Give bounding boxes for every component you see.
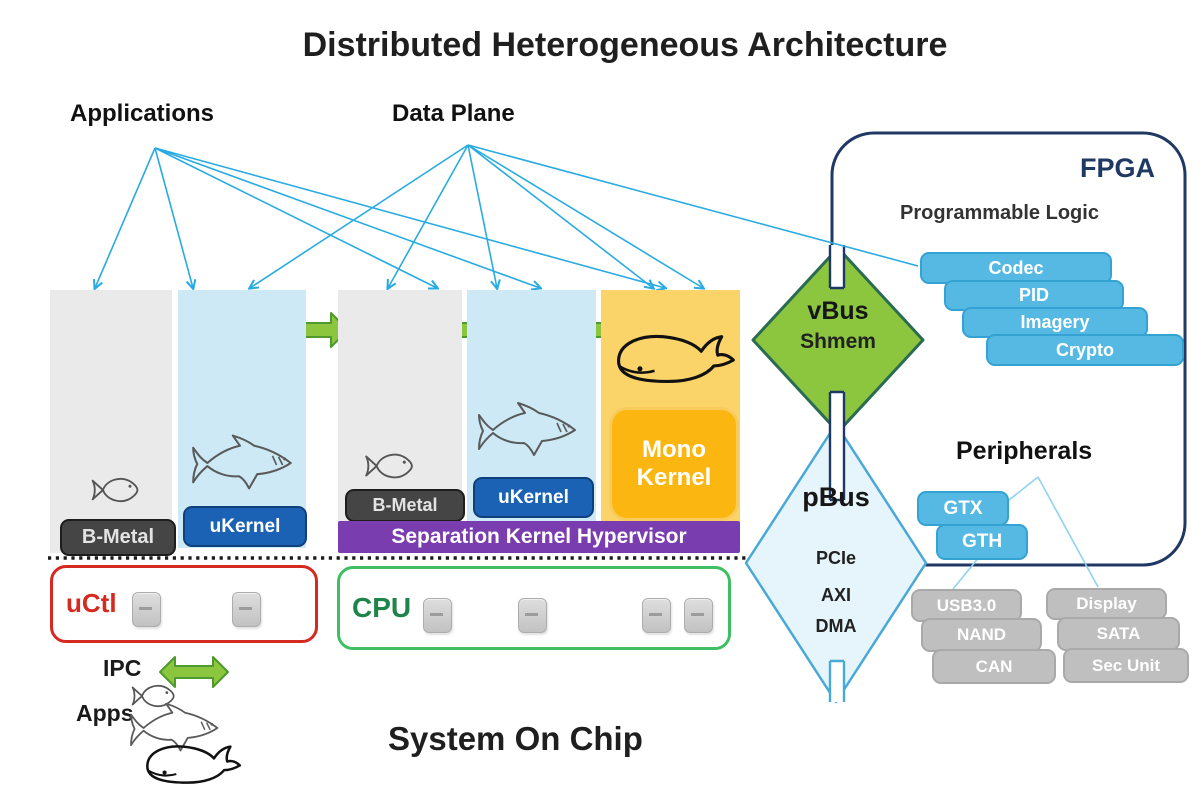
separation-kernel-hypervisor-bar: Separation Kernel Hypervisor xyxy=(338,521,740,553)
data-plane-fan-lines xyxy=(250,144,919,288)
data-plane-label: Data Plane xyxy=(392,100,515,127)
peripheral-can-block: CAN xyxy=(932,649,1056,684)
applications-fan-lines xyxy=(95,147,665,288)
ipc-legend-label: IPC xyxy=(103,655,142,681)
processor-core-icon xyxy=(642,598,671,633)
partition-column-3 xyxy=(338,290,462,522)
ipc-legend-arrow xyxy=(159,656,229,688)
vbus-label: vBus xyxy=(807,297,869,325)
fpga-label: FPGA xyxy=(1080,153,1156,183)
fpga-block-crypto: Crypto xyxy=(986,334,1184,366)
shark-app-icon xyxy=(469,398,589,462)
peripherals-label: Peripherals xyxy=(956,437,1093,465)
ukernel-runtime-box: uKernel xyxy=(473,477,594,518)
pbus-dma-label: DMA xyxy=(815,616,857,636)
bmetal-runtime-box: B-Metal xyxy=(60,519,176,556)
vbus-shmem-label: Shmem xyxy=(800,330,876,353)
whale-app-icon xyxy=(610,326,738,398)
ukernel-runtime-box: uKernel xyxy=(183,506,307,547)
bus-line-notches xyxy=(828,245,846,702)
system-on-chip-label: System On Chip xyxy=(388,720,643,757)
processor-core-icon xyxy=(423,598,452,633)
uctl-group-box xyxy=(50,565,318,643)
whale-legend-icon xyxy=(136,738,248,794)
peripherals-connector-lines xyxy=(952,476,1099,590)
gtx-block: GTX xyxy=(917,491,1009,526)
mono-kernel-box: Mono Kernel xyxy=(609,407,739,521)
peripheral-nand-block: NAND xyxy=(921,618,1042,652)
processor-core-icon xyxy=(132,592,161,627)
pbus-pcie-label: PCIe xyxy=(815,548,857,568)
shark-app-icon xyxy=(183,430,305,496)
processor-core-icon xyxy=(518,598,547,633)
partition-column-2 xyxy=(178,290,306,548)
apps-legend-label: Apps xyxy=(76,700,134,726)
fish-app-icon xyxy=(88,470,144,510)
peripheral-usb3-block: USB3.0 xyxy=(911,589,1022,622)
pbus-axi-label: AXI xyxy=(820,585,851,605)
partition-column-1 xyxy=(50,290,172,553)
programmable-logic-label: Programmable Logic xyxy=(900,202,1099,224)
page-title: Distributed Heterogeneous Architecture xyxy=(302,26,948,64)
uctl-label: uCtl xyxy=(66,588,117,618)
processor-core-icon xyxy=(684,598,713,633)
peripheral-secunit-block: Sec Unit xyxy=(1063,648,1189,683)
fpga-block-pid: PID xyxy=(944,280,1124,311)
fish-app-icon xyxy=(360,446,420,486)
peripheral-display-block: Display xyxy=(1046,588,1167,620)
pbus-label: pBus xyxy=(802,482,870,512)
peripheral-sata-block: SATA xyxy=(1057,617,1180,651)
cpu-label: CPU xyxy=(352,592,412,623)
processor-core-icon xyxy=(232,592,261,627)
bmetal-runtime-box: B-Metal xyxy=(345,489,465,522)
applications-label: Applications xyxy=(70,100,215,127)
gth-block: GTH xyxy=(936,524,1028,560)
